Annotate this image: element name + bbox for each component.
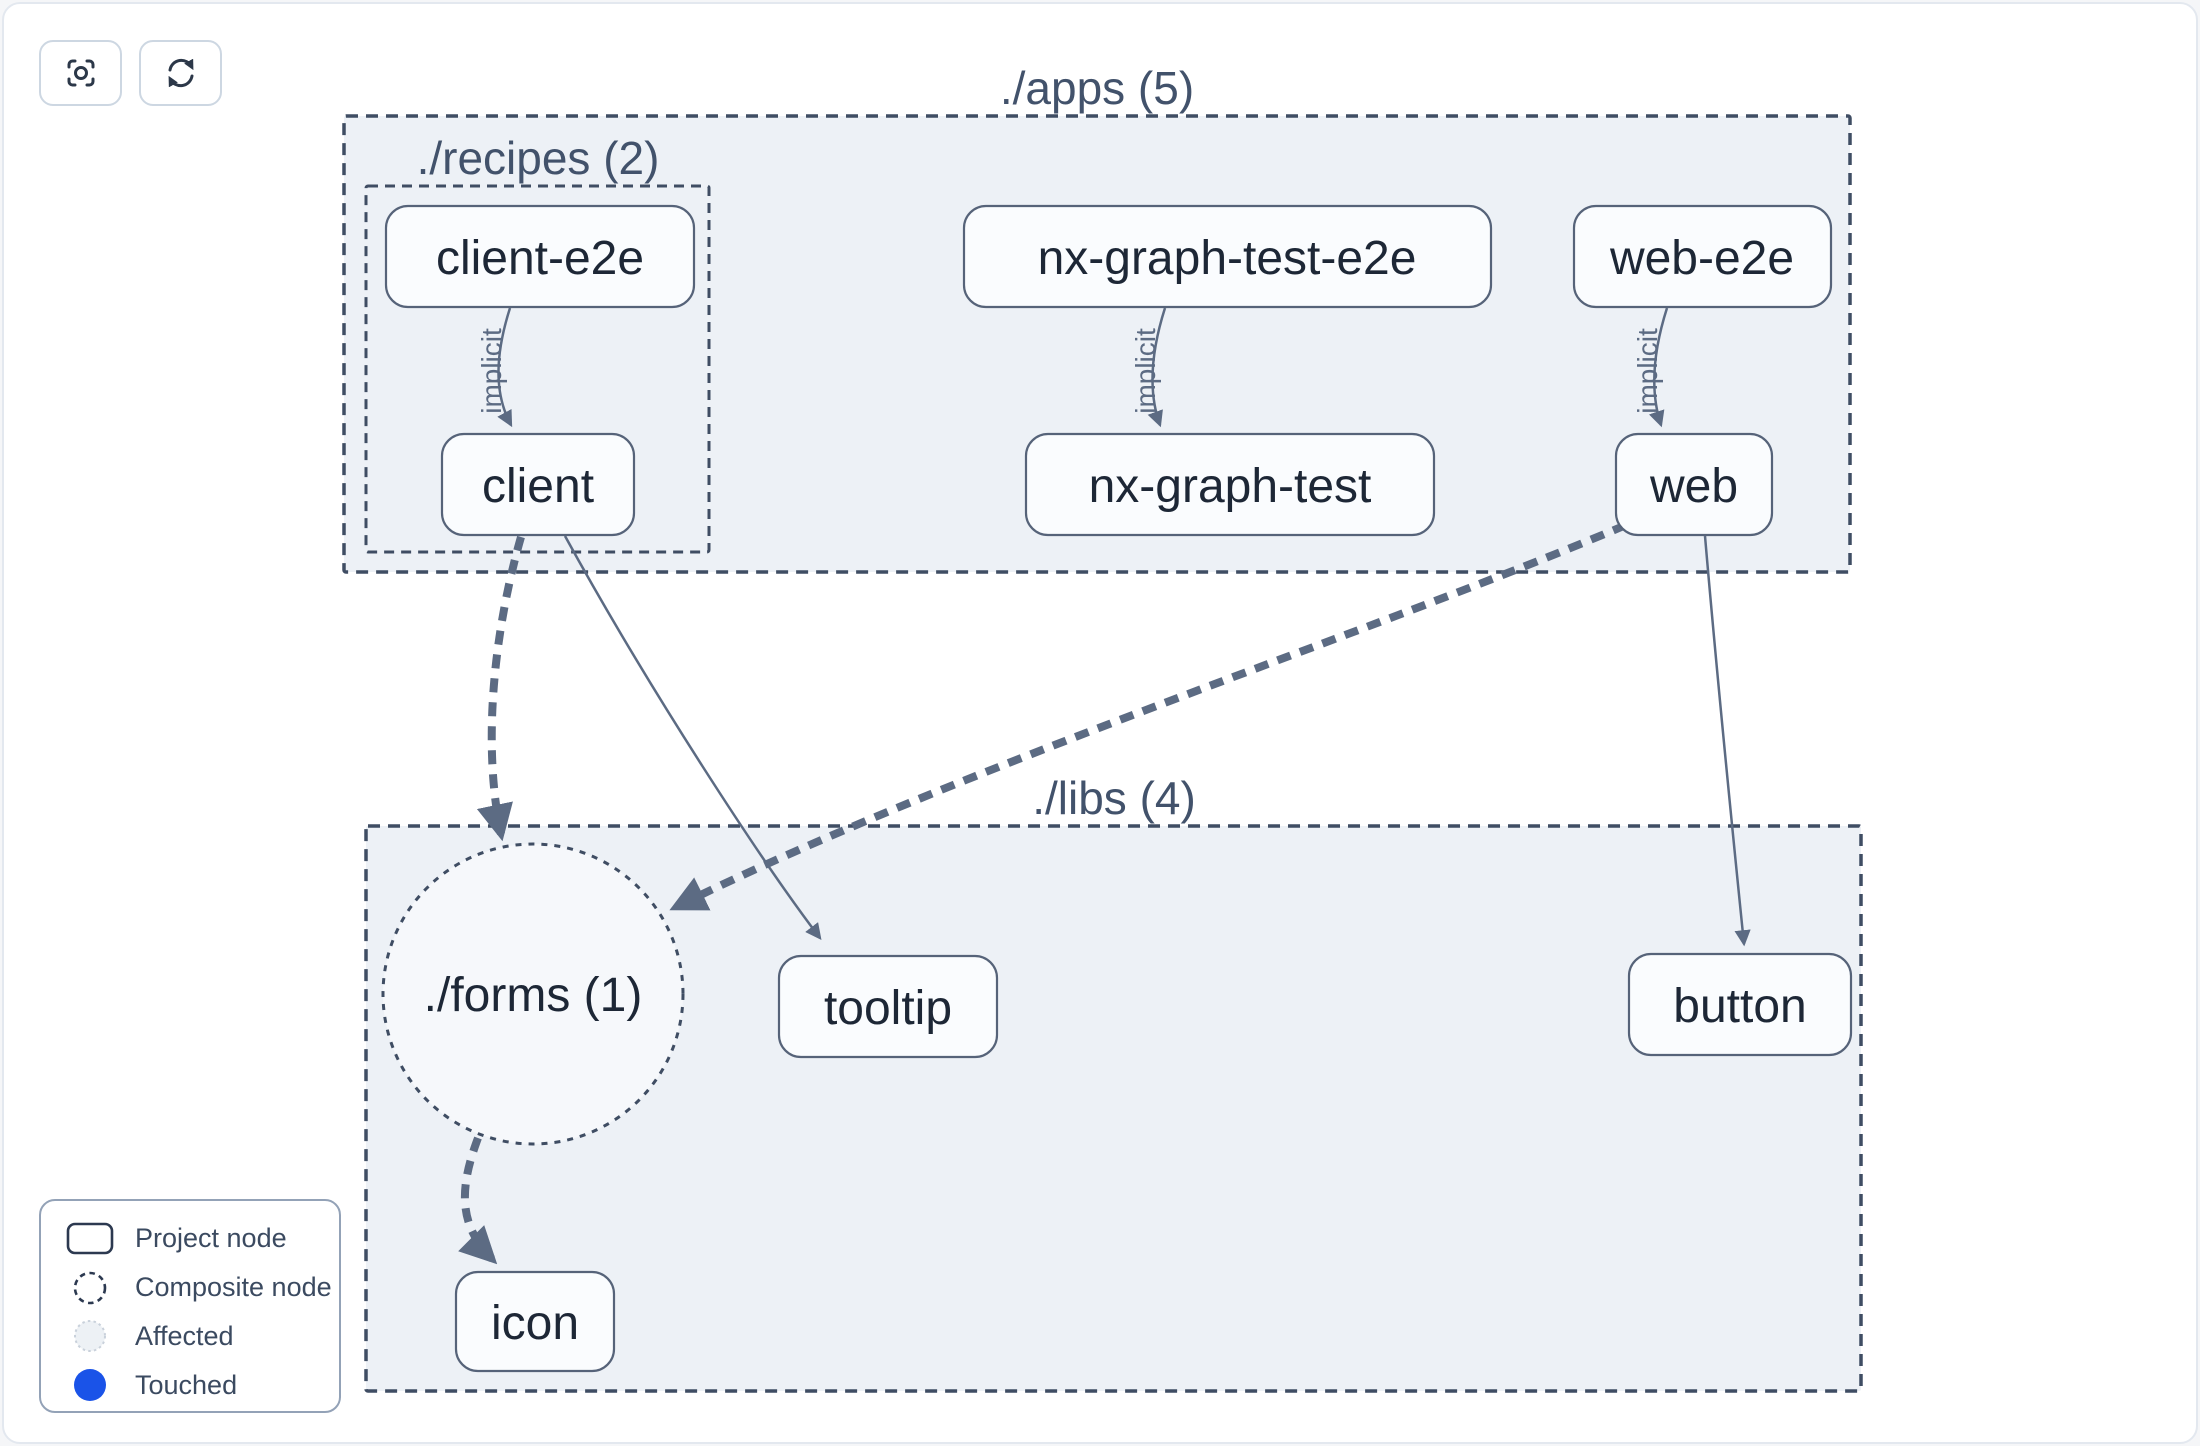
legend-item-project-node: Project node (65, 1216, 339, 1262)
node-nx-graph-test-label: nx-graph-test (1089, 460, 1372, 513)
node-client-label: client (482, 460, 594, 513)
edge-client-to-forms (476, 535, 525, 842)
node-nx-graph-test-e2e-label: nx-graph-test-e2e (1038, 232, 1417, 285)
node-client-e2e-shape[interactable] (384, 204, 696, 309)
legend: Project node Composite node Affected (39, 1199, 341, 1413)
node-client[interactable]: client (440, 432, 636, 537)
legend-label-project-node: Project node (135, 1223, 287, 1254)
node-web-e2e-label: web-e2e (1609, 232, 1794, 285)
edge-label-implicit-1: implicit (476, 328, 507, 414)
edge-label-implicit-3: implicit (1632, 328, 1663, 414)
cluster-libs-box (364, 824, 1863, 1393)
touched-swatch (65, 1367, 115, 1403)
legend-label-touched: Touched (135, 1369, 238, 1400)
edge-web-to-forms (669, 521, 1628, 911)
edge-nx-graph-test-e2e-to-nx-graph-test (1147, 307, 1167, 428)
focus-crosshair-icon (67, 59, 94, 87)
node-client-shape[interactable] (440, 432, 636, 537)
edge-label-implicit-2: implicit (1130, 328, 1161, 414)
edge-client-to-tooltip (563, 535, 822, 940)
cluster-libs: ./libs (4) (364, 772, 1863, 1393)
cluster-recipes-label: ./recipes (2) (417, 132, 660, 184)
legend-item-touched: Touched (65, 1362, 339, 1408)
node-nx-graph-test-e2e-shape[interactable] (962, 204, 1493, 309)
refresh-icon (168, 58, 193, 88)
node-tooltip[interactable]: tooltip (777, 954, 999, 1059)
legend-item-affected: Affected (65, 1313, 339, 1359)
node-nx-graph-test-shape[interactable] (1024, 432, 1436, 537)
cluster-libs-label: ./libs (4) (1032, 772, 1196, 824)
edge-web-e2e-to-web (1648, 307, 1669, 428)
node-web[interactable]: web (1614, 432, 1774, 537)
dependency-graph-svg: ./apps (5) ./libs (4) ./recipes (2) impl… (342, 62, 1863, 1393)
node-web-shape[interactable] (1614, 432, 1774, 537)
legend-item-composite-node: Composite node (65, 1265, 339, 1311)
node-client-e2e-label: client-e2e (436, 232, 644, 285)
legend-label-composite-node: Composite node (135, 1272, 332, 1303)
node-web-e2e-shape[interactable] (1572, 204, 1833, 309)
node-client-e2e[interactable]: client-e2e (384, 204, 696, 309)
node-button[interactable]: button (1627, 952, 1853, 1057)
composite-node-forms-shape[interactable] (381, 842, 685, 1146)
node-icon[interactable]: icon (454, 1270, 616, 1373)
refresh-graph-button[interactable] (139, 40, 222, 106)
node-tooltip-label: tooltip (824, 982, 952, 1035)
node-web-e2e[interactable]: web-e2e (1572, 204, 1833, 309)
node-button-label: button (1673, 980, 1806, 1033)
edge-client-e2e-to-client (497, 307, 513, 428)
node-nx-graph-test[interactable]: nx-graph-test (1024, 432, 1436, 537)
affected-swatch (65, 1318, 115, 1354)
node-tooltip-shape[interactable] (777, 954, 999, 1059)
composite-node-forms[interactable]: ./forms (1) (381, 842, 685, 1146)
node-icon-label: icon (491, 1297, 579, 1350)
legend-label-affected: Affected (135, 1320, 234, 1351)
node-web-label: web (1649, 460, 1738, 513)
node-button-shape[interactable] (1627, 952, 1853, 1057)
center-graph-button[interactable] (39, 40, 122, 106)
project-node-swatch (65, 1222, 115, 1255)
node-icon-shape[interactable] (454, 1270, 616, 1373)
composite-node-forms-label: ./forms (1) (424, 969, 643, 1022)
cluster-apps-label: ./apps (5) (1000, 62, 1194, 114)
composite-node-swatch (65, 1270, 115, 1306)
edge-web-to-button (1703, 535, 1751, 947)
node-nx-graph-test-e2e[interactable]: nx-graph-test-e2e (962, 204, 1493, 309)
